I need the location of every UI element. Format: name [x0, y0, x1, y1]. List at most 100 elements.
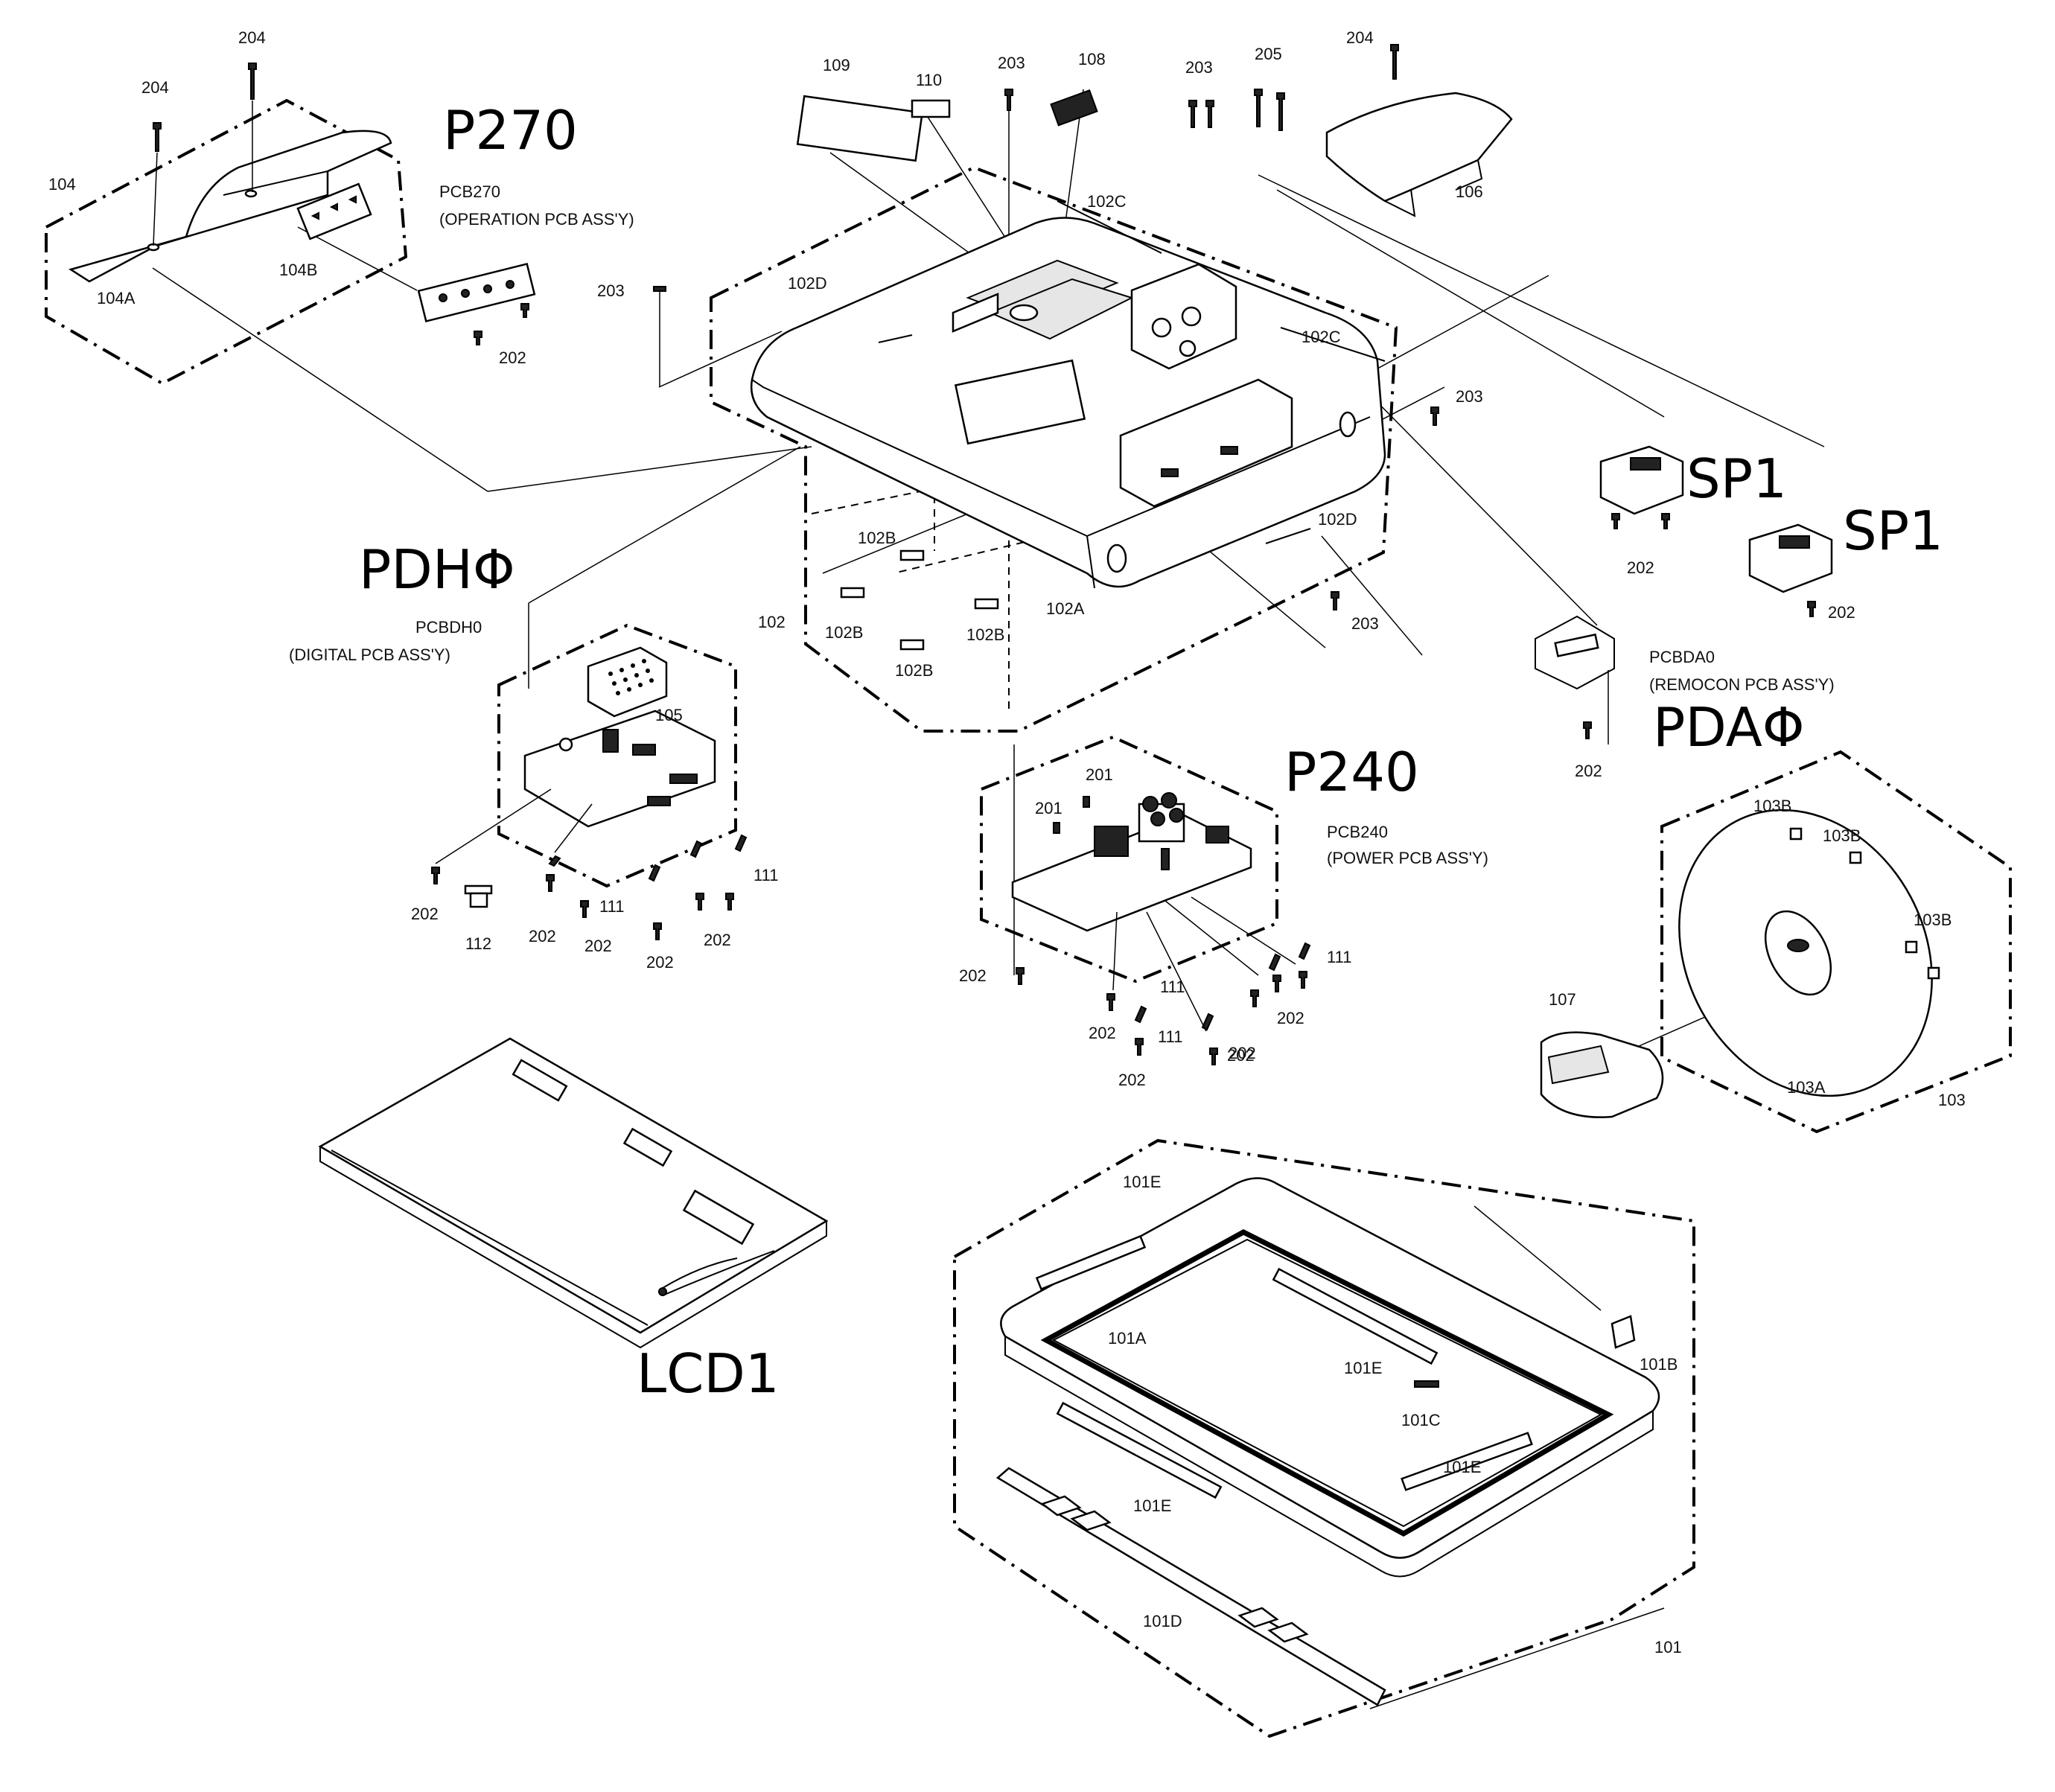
callout-101e: 101E: [1443, 1458, 1481, 1476]
callout-101d: 101D: [1143, 1612, 1182, 1630]
callout-102b: 102B: [966, 625, 1004, 644]
callout-102d: 102D: [1318, 510, 1357, 529]
callout-205: 205: [1255, 45, 1282, 63]
part-104-top-cover: [68, 63, 536, 345]
callout-112: 112: [465, 934, 491, 953]
callout-102c: 102C: [1087, 192, 1127, 211]
outline-101-front-cabinet: [953, 1138, 1695, 1738]
callout-101c: 101C: [1401, 1411, 1441, 1429]
handwritten-sp1-a: SP1: [1686, 447, 1787, 510]
callout-202: 202: [646, 953, 674, 972]
callout-106: 106: [1456, 182, 1483, 201]
callout-111: 111: [754, 866, 778, 884]
pcb240-code: PCB240: [1327, 823, 1388, 841]
callout-203: 203: [1456, 387, 1483, 406]
handwritten-sp1-b: SP1: [1843, 500, 1943, 562]
part-remocon-pcb: [1554, 633, 1599, 739]
callout-101b: 101B: [1640, 1355, 1678, 1374]
callout-103a: 103A: [1787, 1078, 1826, 1097]
callout-203: 203: [998, 54, 1025, 72]
callout-204: 204: [141, 78, 169, 97]
outline-p240-assembly: [980, 735, 1278, 983]
pcbdh0-code: PCBDH0: [415, 618, 482, 637]
handwritten-p270: P270: [443, 99, 578, 162]
outline-102-assembly: [710, 165, 1398, 733]
callout-202: 202: [1627, 558, 1654, 577]
callout-111: 111: [1158, 1027, 1182, 1046]
callout-103: 103: [1938, 1091, 1966, 1109]
outline-pdh0-assembly: [497, 623, 737, 888]
callout-102d: 102D: [788, 274, 827, 293]
part-pdh0-digital-pcb: [431, 646, 748, 940]
callout-111: 111: [599, 897, 624, 916]
callout-204: 204: [1346, 28, 1374, 47]
callout-204: 204: [238, 28, 266, 47]
callout-105: 105: [655, 706, 683, 724]
part-callouts: 204 204 204 104 104A 104B 202 203 109 11…: [48, 28, 1966, 1657]
outline-remocon-pcb: [1535, 615, 1615, 690]
callout-102a: 102A: [1046, 599, 1085, 618]
part-101-front-cabinet: [995, 1177, 1660, 1706]
callout-111: 111: [1327, 948, 1351, 966]
callout-101e: 101E: [1344, 1359, 1382, 1377]
outline-103-stand: [1660, 750, 2012, 1134]
callout-107: 107: [1549, 990, 1576, 1009]
callout-103b: 103B: [1823, 826, 1861, 845]
callout-103b: 103B: [1753, 797, 1791, 815]
callout-202: 202: [1575, 762, 1602, 780]
callout-202: 202: [411, 905, 439, 923]
part-lcd1-panel: [318, 1037, 829, 1349]
callout-203: 203: [1351, 614, 1379, 633]
callout-102b: 102B: [895, 661, 933, 680]
handwritten-pda0: PDAΦ: [1653, 696, 1805, 759]
callout-201: 201: [1035, 799, 1062, 817]
pcbdh0-name: (DIGITAL PCB ASS'Y): [289, 645, 450, 664]
callout-104: 104: [48, 175, 76, 194]
part-p240-power-pcb: [1011, 792, 1311, 1065]
callout-104a: 104A: [97, 289, 136, 307]
callout-104b: 104B: [279, 261, 317, 279]
part-103-stand: [1540, 809, 1940, 1118]
assembly-outlines: [45, 98, 2012, 1738]
callout-102: 102: [758, 613, 786, 631]
callout-202: 202: [529, 927, 556, 946]
callout-202: 202: [959, 966, 987, 985]
part-106-rear-lid: [1325, 44, 1513, 217]
callout-202: 202: [1229, 1044, 1256, 1062]
callout-109: 109: [823, 56, 850, 74]
handwritten-labels: P270 PDHΦ P240 SP1 SP1 PDAΦ LCD1: [359, 99, 1943, 1405]
callout-202: 202: [584, 937, 612, 955]
callout-102c: 102C: [1302, 328, 1341, 346]
callout-103b: 103B: [1914, 911, 1952, 929]
callout-101e: 101E: [1133, 1496, 1171, 1515]
part-102-rear-cabinet: [653, 89, 1439, 651]
callout-101: 101: [1654, 1638, 1682, 1657]
handwritten-lcd1: LCD1: [637, 1342, 780, 1405]
part-sp1-speakers: [1599, 445, 1833, 617]
callout-101a: 101A: [1108, 1329, 1147, 1348]
callout-203: 203: [1185, 58, 1213, 77]
callout-102b: 102B: [858, 529, 896, 547]
callout-202: 202: [704, 931, 731, 949]
callout-102b: 102B: [825, 623, 863, 642]
callout-202: 202: [1227, 1046, 1255, 1065]
assembly-names: PCB270 (OPERATION PCB ASS'Y) PCBDH0 (DIG…: [289, 182, 1835, 867]
handwritten-pdh0: PDHΦ: [359, 538, 515, 601]
pcb270-code: PCB270: [439, 182, 500, 201]
pcbda0-name: (REMOCON PCB ASS'Y): [1649, 675, 1835, 694]
callout-110: 110: [916, 71, 942, 89]
callout-202: 202: [499, 348, 526, 367]
callout-111: 111: [1160, 978, 1185, 996]
callout-202: 202: [1828, 603, 1855, 622]
handwritten-p240: P240: [1284, 741, 1419, 803]
pcb270-name: (OPERATION PCB ASS'Y): [439, 210, 634, 229]
callout-203: 203: [597, 281, 625, 300]
pcb240-name: (POWER PCB ASS'Y): [1327, 849, 1488, 867]
pcbda0-code: PCBDA0: [1649, 648, 1715, 666]
callout-201: 201: [1086, 765, 1113, 784]
callout-202: 202: [1118, 1071, 1146, 1089]
callout-101e: 101E: [1123, 1173, 1161, 1191]
outline-104-assembly: [45, 98, 408, 386]
callout-202: 202: [1089, 1024, 1116, 1042]
